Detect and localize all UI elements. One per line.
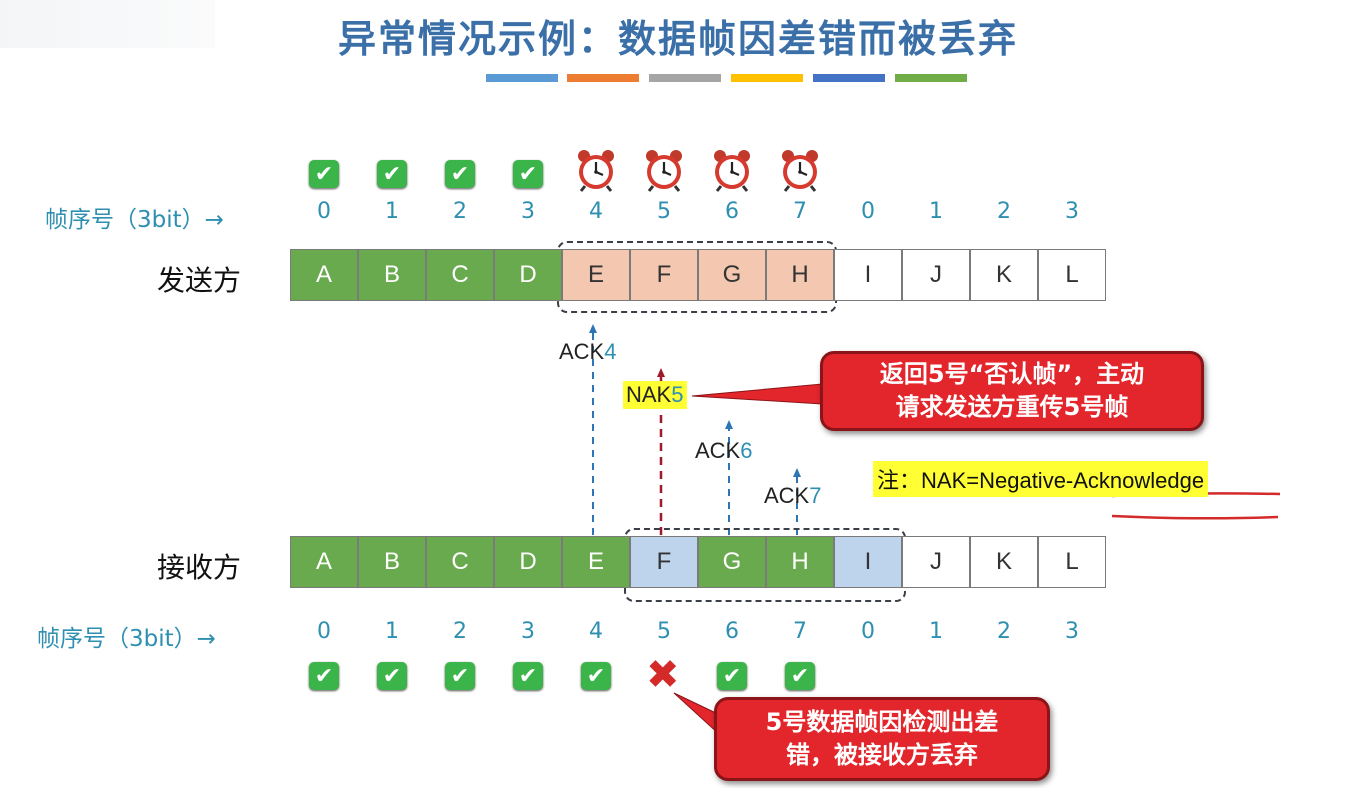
check-icon: ✔: [445, 160, 475, 188]
ack6-arrow: [725, 420, 733, 535]
sender-frame: L: [1038, 249, 1106, 301]
callout-nak-line1: 返回5号“否认帧”，主动: [879, 360, 1145, 388]
color-band: [813, 74, 885, 82]
sender-frame: F: [630, 249, 698, 301]
sender-frame: I: [834, 249, 902, 301]
color-band: [486, 74, 558, 82]
receiver-seq-number: 2: [997, 619, 1011, 644]
sender-seq-number: 7: [793, 199, 807, 224]
color-band: [895, 74, 967, 82]
sender-seq-number: 5: [657, 199, 671, 224]
receiver-frame: C: [426, 536, 494, 588]
sender-label: 发送方: [157, 264, 242, 297]
receiver-seq-number: 1: [929, 619, 943, 644]
note-underline: [1111, 492, 1281, 520]
alarm-clock-icon: [779, 148, 821, 192]
color-band: [649, 74, 721, 82]
sender-frame: K: [970, 249, 1038, 301]
receiver-seq-label: 帧序号（3bit）→: [37, 626, 216, 652]
check-icon: ✔: [513, 662, 543, 690]
corner-watermark: [0, 0, 215, 48]
check-icon: ✔: [785, 662, 815, 690]
callout-nak: 返回5号“否认帧”，主动 请求发送方重传5号帧: [820, 351, 1204, 431]
receiver-seq-number: 3: [521, 619, 535, 644]
sender-frame: B: [358, 249, 426, 301]
receiver-frame: F: [630, 536, 698, 588]
check-icon: ✔: [377, 662, 407, 690]
sender-frame: J: [902, 249, 970, 301]
receiver-seq-number: 0: [861, 619, 875, 644]
callout-discard: 5号数据帧因检测出差 错，被接收方丢弃: [714, 697, 1050, 781]
ack4-label: ACK4: [559, 339, 617, 364]
receiver-seq-number: 1: [385, 619, 399, 644]
callout-discard-line2: 错，被接收方丢弃: [786, 741, 978, 769]
sender-frame: C: [426, 249, 494, 301]
nak-note-text: NAK=Negative-Acknowledge: [921, 468, 1205, 493]
sender-seq-number: 1: [385, 199, 399, 224]
sender-frame: E: [562, 249, 630, 301]
nak-note: 注：NAK=Negative-Acknowledge: [873, 461, 1209, 497]
sender-frame: G: [698, 249, 766, 301]
cross-icon: ✖: [646, 652, 680, 698]
check-icon: ✔: [513, 160, 543, 188]
receiver-frame: G: [698, 536, 766, 588]
sender-frame: A: [290, 249, 358, 301]
receiver-seq-number: 5: [657, 619, 671, 644]
sender-seq-number: 1: [929, 199, 943, 224]
sender-seq-label: 帧序号（3bit）→: [45, 207, 224, 233]
receiver-seq-number: 6: [725, 619, 739, 644]
ack6-label: ACK6: [695, 438, 753, 463]
sender-seq-number: 0: [317, 199, 331, 224]
sender-seq-number: 3: [1065, 199, 1079, 224]
alarm-clock-icon: [643, 148, 685, 192]
sender-frame: D: [494, 249, 562, 301]
color-band: [567, 74, 639, 82]
nak5-label: NAK5: [623, 381, 687, 409]
color-band: [731, 74, 803, 82]
receiver-seq-number: 7: [793, 619, 807, 644]
page-title: 异常情况示例：数据帧因差错而被丢弃: [337, 17, 1018, 61]
alarm-clock-icon: [711, 148, 753, 192]
receiver-frame: J: [902, 536, 970, 588]
check-icon: ✔: [445, 662, 475, 690]
check-icon: ✔: [581, 662, 611, 690]
receiver-frame: A: [290, 536, 358, 588]
check-icon: ✔: [309, 160, 339, 188]
ack4-arrow: [589, 324, 597, 535]
callout-top-pointer: [691, 383, 823, 405]
receiver-frame: D: [494, 536, 562, 588]
sender-seq-number: 6: [725, 199, 739, 224]
sender-seq-number: 2: [453, 199, 467, 224]
receiver-frame: E: [562, 536, 630, 588]
callout-nak-line2: 请求发送方重传5号帧: [895, 393, 1129, 421]
receiver-frame: K: [970, 536, 1038, 588]
sender-seq-number: 2: [997, 199, 1011, 224]
receiver-seq-number: 3: [1065, 619, 1079, 644]
ack7-arrow: [793, 468, 801, 535]
receiver-seq-number: 2: [453, 619, 467, 644]
sender-frame: H: [766, 249, 834, 301]
ack7-label: ACK7: [764, 483, 822, 508]
receiver-seq-number: 0: [317, 619, 331, 644]
nak-note-prefix: 注：: [877, 469, 922, 494]
receiver-frame: B: [358, 536, 426, 588]
check-icon: ✔: [717, 662, 747, 690]
receiver-frame: I: [834, 536, 902, 588]
callout-discard-line1: 5号数据帧因检测出差: [765, 708, 999, 736]
receiver-label: 接收方: [157, 551, 242, 584]
alarm-clock-icon: [575, 148, 617, 192]
check-icon: ✔: [309, 662, 339, 690]
sender-seq-number: 0: [861, 199, 875, 224]
sender-seq-number: 3: [521, 199, 535, 224]
check-icon: ✔: [377, 160, 407, 188]
receiver-frame: L: [1038, 536, 1106, 588]
sender-seq-number: 4: [589, 199, 603, 224]
receiver-frame: H: [766, 536, 834, 588]
receiver-seq-number: 4: [589, 619, 603, 644]
